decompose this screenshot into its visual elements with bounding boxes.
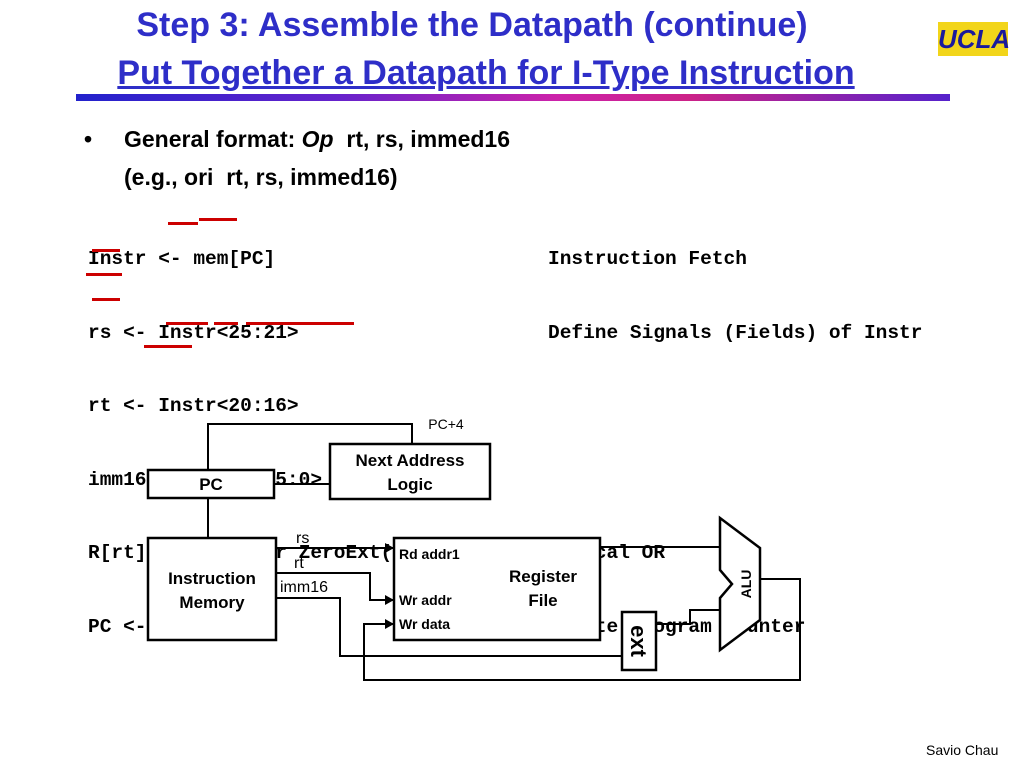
underline-mark xyxy=(92,249,120,252)
ext-label: ext xyxy=(626,625,651,657)
ext-unit xyxy=(620,610,658,672)
register-file-label-1: Register xyxy=(509,567,577,586)
alu-shape xyxy=(718,515,762,653)
alu-result-wire xyxy=(363,578,801,681)
underline-mark xyxy=(144,345,192,348)
register-file xyxy=(392,536,602,642)
pc-label: PC xyxy=(199,475,223,494)
underline-mark xyxy=(92,298,120,301)
rtl-comment: Define Signals (Fields) of Instr xyxy=(548,321,923,344)
alu-label: ALU xyxy=(738,570,754,599)
format-example: (e.g., ori rt, rs, immed16) xyxy=(124,164,398,190)
next-address-label-2: Logic xyxy=(387,475,432,494)
arrowhead xyxy=(385,595,394,605)
slide-subtitle: Put Together a Datapath for I-Type Instr… xyxy=(117,54,855,92)
rs-label: rs xyxy=(296,530,309,547)
rd-addr1-label: Rd addr1 xyxy=(399,546,460,562)
next-address-label-1: Next Address xyxy=(356,451,465,470)
rtl-line: rt <- Instr<20:16> xyxy=(88,395,299,417)
ext-to-alu-wire xyxy=(656,609,720,625)
underline-mark xyxy=(86,273,122,276)
instruction-memory xyxy=(146,536,278,642)
imm16-wire xyxy=(276,597,622,657)
general-format-line: General format: Op rt, rs, immed16 xyxy=(124,126,510,153)
slide-title: Step 3: Assemble the Datapath (continue) xyxy=(136,6,808,44)
underline-mark xyxy=(214,322,238,325)
format-operands: rt, rs, immed16 xyxy=(333,126,511,152)
underline-mark xyxy=(199,218,237,221)
rtl-line: rs <- Instr<25:21> xyxy=(88,321,299,344)
imm16-label: imm16 xyxy=(280,579,328,596)
wr-data-label: Wr data xyxy=(399,616,450,632)
format-label: General format: xyxy=(124,126,302,152)
underline-mark xyxy=(246,322,354,325)
rt-label: rt xyxy=(294,555,304,572)
underline-mark xyxy=(168,222,198,225)
underline-mark xyxy=(166,322,208,325)
format-op: Op xyxy=(301,126,334,152)
arrowhead xyxy=(385,619,394,629)
author-footer: Savio Chau xyxy=(926,742,999,758)
pc-register xyxy=(146,468,276,500)
next-address-logic xyxy=(328,442,492,501)
pc-plus4-label: PC+4 xyxy=(428,416,464,432)
wr-addr-label: Wr addr xyxy=(399,592,452,608)
rtl-line: Instr <- mem[PC] xyxy=(88,248,276,270)
register-file-label-2: File xyxy=(528,591,557,610)
bullet-icon: • xyxy=(84,126,93,152)
imem-label-2: Memory xyxy=(179,593,245,612)
title-divider xyxy=(76,94,950,101)
ucla-logo: UCLA xyxy=(938,22,1011,56)
arrowhead xyxy=(385,543,394,553)
pc-plus4-wire xyxy=(207,423,413,470)
rtl-comment: Instruction Fetch xyxy=(548,248,747,270)
rt-wire xyxy=(276,572,394,601)
imem-label-1: Instruction xyxy=(168,569,256,588)
